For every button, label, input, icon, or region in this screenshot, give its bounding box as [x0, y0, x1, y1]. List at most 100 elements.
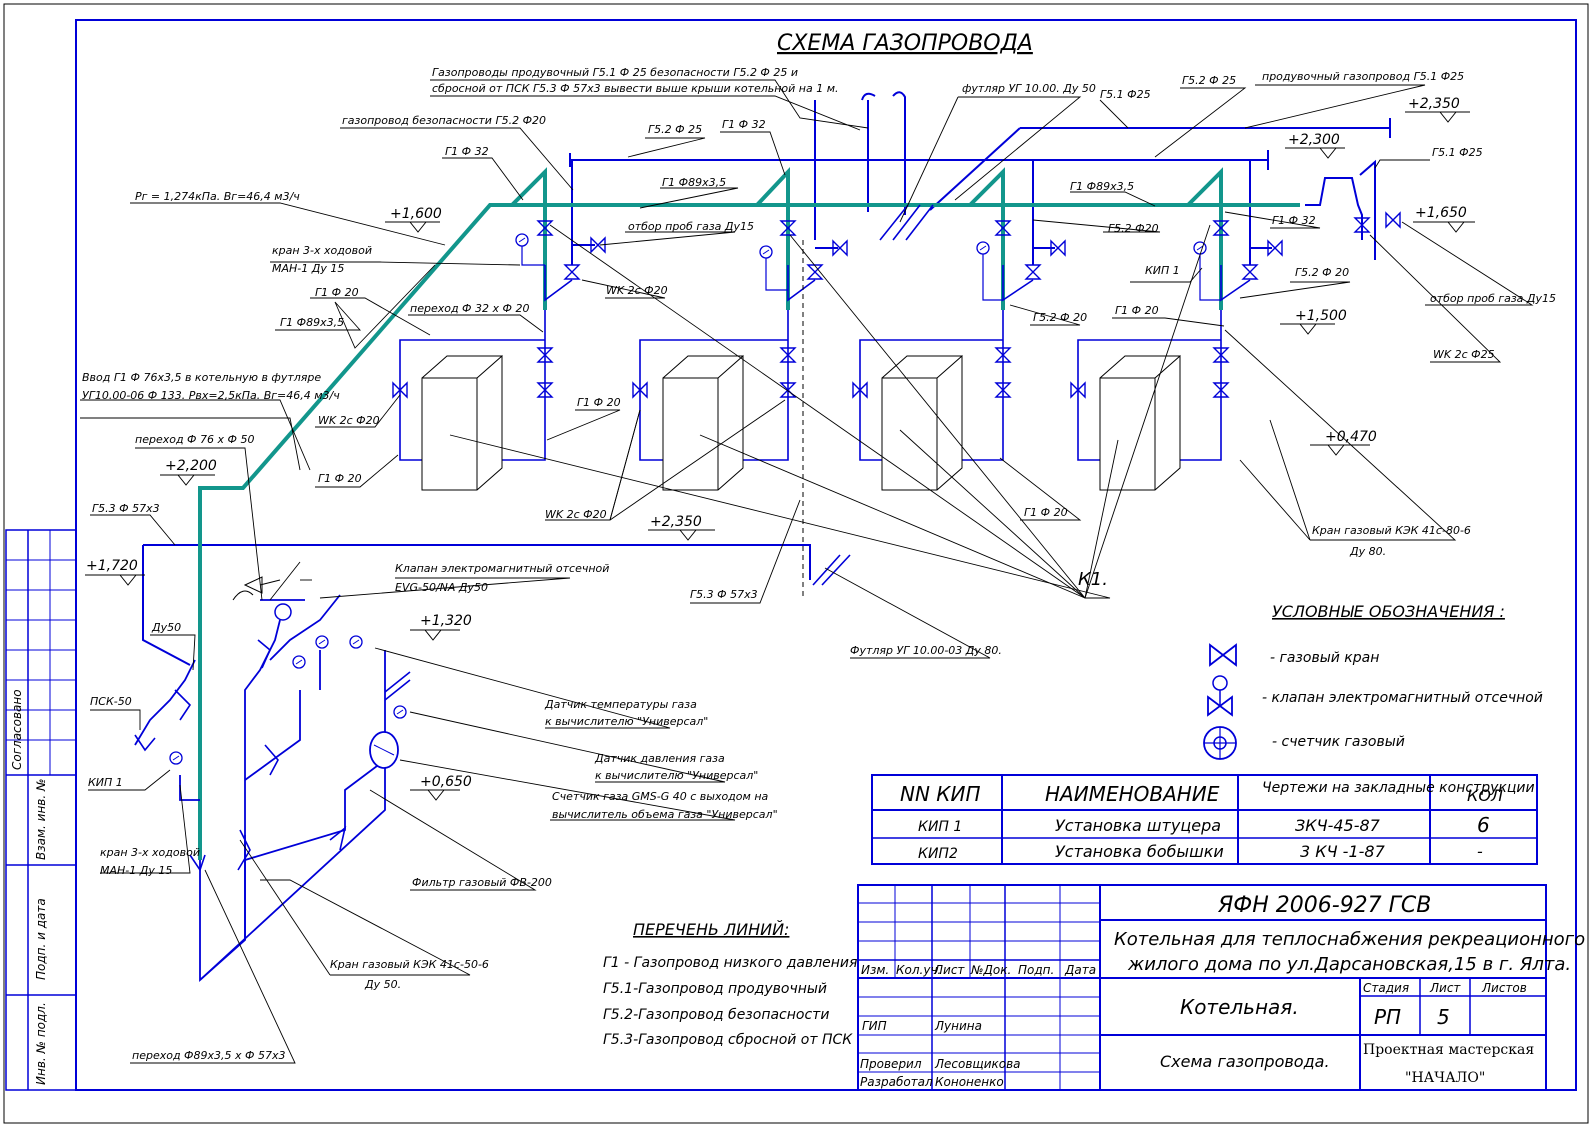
boiler-3	[881, 355, 963, 491]
g51-f25-label: Г5.1 Ф25	[1100, 88, 1151, 101]
col-header-ndok: №Док.	[970, 963, 1011, 977]
kran-kek-bot-line2: Ду 50.	[364, 978, 401, 991]
pressure-gauges	[515, 233, 1221, 301]
lines-list-item-4: Г5.3-Газопровод сбросной от ПСК	[603, 1032, 853, 1048]
inv-podl-label: Инв. № подл.	[34, 1002, 48, 1085]
drawing-code: ЯФН 2006-927 ГСВ	[1217, 893, 1431, 918]
level-1720: +1,720	[86, 558, 138, 574]
spec-row1-kip: КИП 1	[918, 819, 962, 835]
solenoid-legend-icon	[1207, 675, 1233, 717]
side-stamp: Согласовано Взам. инв. № Подп. и дата Ин…	[5, 529, 77, 1091]
stage-value: РП	[1374, 1005, 1401, 1029]
g52-f20-a-label: Г5.2 Ф20	[1108, 222, 1159, 235]
k1-label: К1.	[1078, 569, 1108, 590]
object-name: Котельная.	[1180, 995, 1299, 1019]
stage-header: Стадия	[1363, 981, 1409, 995]
datchik-davl-line2: к вычислителю "Универсал"	[595, 769, 758, 782]
datchik-temp-line2: к вычислителю "Универсал"	[545, 715, 708, 728]
g1-f20-a-label: Г1 Ф 20	[315, 286, 359, 299]
schetchik-line1: Счетчик газа GMS-G 40 с выходом на	[552, 790, 769, 803]
spec-table: NN КИП НАИМЕНОВАНИЕ Чертежи на закладные…	[871, 774, 1538, 865]
col-header-list: Лист	[933, 963, 965, 977]
spec-header-qty: КОЛ	[1467, 786, 1503, 805]
boiler-1	[421, 355, 503, 491]
casing-hatch	[384, 204, 934, 701]
schetchik-line2: вычислитель объема газа "Универсал"	[552, 808, 778, 821]
sheet-value: 5	[1437, 1005, 1450, 1029]
sheets-header: Листов	[1481, 981, 1527, 995]
g1-f20-d-label: Г1 Ф 20	[318, 472, 362, 485]
produv-top-label: продувочный газопровод Г5.1 Ф25	[1262, 70, 1464, 83]
proveril-name: Лесовщикова	[934, 1057, 1021, 1071]
kip1-top-label: КИП 1	[1145, 264, 1180, 277]
kip1-left-label: КИП 1	[88, 776, 123, 789]
kran3-top-line1: кран 3-х ходовой	[272, 244, 372, 257]
leader-lines	[80, 79, 1534, 1064]
g1-f89-mid-label: Г1 Ф89х3,5	[1070, 180, 1134, 193]
g52-f25-top-label: Г5.2 Ф 25	[1182, 74, 1236, 87]
lines-list-item-3: Г5.2-Газопровод безопасности	[603, 1007, 829, 1023]
lines-list-item-2: Г5.1-Газопровод продувочный	[603, 981, 827, 997]
g52-f20-b-label: Г5.2 Ф 20	[1295, 266, 1349, 279]
level-marks	[85, 111, 1475, 801]
filtr-label: Фильтр газовый ФВ-200	[412, 876, 552, 889]
kran-kek-top-line1: Кран газовый КЭК 41с-80-6	[1312, 524, 1471, 537]
psk50-label: ПСК-50	[90, 695, 132, 708]
legend-item-solenoid: - клапан электромагнитный отсечной	[1262, 690, 1543, 706]
wk-2c-f20-b-label: WK 2с Ф20	[318, 414, 380, 427]
lines-list-title: ПЕРЕЧЕНЬ ЛИНИЙ:	[633, 920, 789, 939]
spec-header-name: НАИМЕНОВАНИЕ	[1045, 782, 1220, 806]
g1-f20-b-label: Г1 Ф 20	[1115, 304, 1159, 317]
spec-row1-name: Установка штуцера	[1055, 816, 1221, 835]
project-line1: Котельная для теплоснабжения рекреационн…	[1114, 929, 1585, 950]
gip-role: ГИП	[862, 1019, 887, 1033]
vzam-label: Взам. инв. №	[34, 779, 48, 860]
g1-f89-left-label: Г1 Ф89х3,5	[280, 316, 344, 329]
sheet-name: Схема газопровода.	[1160, 1052, 1330, 1071]
razrab-name: Кононенко	[935, 1075, 1004, 1089]
level-2200: +2,200	[165, 458, 217, 474]
valve-legend-icon	[1209, 643, 1237, 667]
g1-f32-a-label: Г1 Ф 32	[722, 118, 766, 131]
org-line2: "НАЧАЛО"	[1405, 1070, 1485, 1086]
otbor-left-label: отбор проб газа Ду15	[628, 220, 754, 233]
col-header-data: Дата	[1064, 963, 1096, 977]
soglasovano-label: Согласовано	[10, 689, 24, 770]
g1-f20-c-label: Г1 Ф 20	[577, 396, 621, 409]
g1-f32-left-label: Г1 Ф 32	[445, 145, 489, 158]
futlyar-bottom-label: Футляр УГ 10.00-03 Ду 80.	[850, 644, 1002, 657]
pipes-g5	[142, 91, 1391, 666]
g53-f57-left-label: Г5.3 Ф 57х3	[92, 502, 160, 515]
kran3-bot-line1: кран 3-х ходовой	[100, 846, 200, 859]
spec-row1-qty: 6	[1477, 813, 1490, 837]
col-header-kolu: Кол.уч.	[896, 963, 941, 977]
perekhod-89-57-label: переход Ф89х3,5 х Ф 57х3	[132, 1049, 286, 1062]
spec-row2-kip: КИП2	[918, 846, 958, 862]
g52-f20-c-label: Г5.2 Ф 20	[1033, 311, 1087, 324]
legend-item-valve: - газовый кран	[1270, 650, 1379, 666]
wk-2c-f25-label: WK 2с Ф25	[1433, 348, 1495, 361]
title-block: Изм. Кол.уч. Лист №Док. Подп. Дата ГИП Л…	[857, 884, 1585, 1091]
metering-unit	[134, 594, 386, 983]
datchik-davl-line1: Датчик давления газа	[594, 752, 725, 765]
top-note-line2: сбросной от ПСК Г5.3 Ф 57х3 вывести выше…	[432, 82, 839, 95]
col-header-izm: Изм.	[861, 963, 889, 977]
spec-row2-drawing: 3 КЧ -1-87	[1300, 842, 1386, 861]
wk-2c-f20-a-label: WK 2с Ф20	[606, 284, 668, 297]
podp-data-label: Подп. и дата	[34, 898, 48, 980]
spec-header-nn: NN КИП	[900, 782, 980, 806]
pz-label: Рг = 1,274кПа. Вг=46,4 м3/ч	[135, 190, 300, 203]
callout-labels: Газопроводы продувочный Г5.1 Ф 25 безопа…	[82, 66, 1556, 1062]
col-header-podp: Подп.	[1018, 963, 1054, 977]
kran3-top-line2: МАН-1 Ду 15	[272, 262, 344, 275]
proveril-role: Проверил	[860, 1057, 922, 1071]
legend-title: УСЛОВНЫЕ ОБОЗНАЧЕНИЯ :	[1272, 602, 1505, 621]
level-2350-mid: +2,350	[650, 514, 702, 530]
level-2300: +2,300	[1288, 132, 1340, 148]
spec-row1-drawing: ЗКЧ-45-87	[1295, 816, 1381, 835]
meter-legend-icon	[1203, 726, 1237, 760]
perekhod-32-20-label: переход Ф 32 х Ф 20	[410, 302, 529, 315]
drawing-title: СХЕМА ГАЗОПРОВОДА	[777, 31, 1033, 56]
